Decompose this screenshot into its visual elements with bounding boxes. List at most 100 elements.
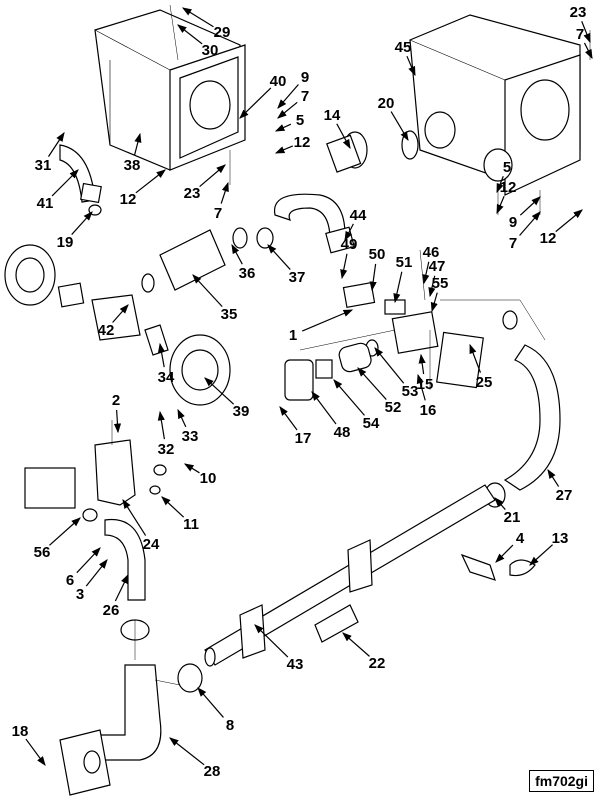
callout-arrow	[422, 261, 430, 285]
callout-number: 23	[184, 185, 201, 202]
callout-12: 12	[274, 134, 311, 154]
callout-number: 47	[429, 258, 446, 275]
callout-30: 30	[177, 24, 219, 59]
callout-arrow	[76, 547, 101, 574]
callout-42: 42	[98, 304, 129, 339]
callout-18: 18	[12, 723, 46, 766]
callout-number: 7	[576, 26, 584, 43]
callout-43: 43	[254, 624, 304, 673]
callout-35: 35	[192, 274, 237, 323]
callout-number: 43	[287, 656, 304, 673]
callout-40: 40	[239, 73, 286, 119]
callout-arrow	[71, 211, 93, 235]
callout-arrow	[113, 409, 122, 434]
callout-arrow	[581, 21, 591, 44]
callout-17: 17	[279, 406, 312, 447]
callout-number: 21	[504, 509, 521, 526]
callout-28: 28	[169, 737, 220, 780]
callout-number: 38	[124, 157, 141, 174]
callout-arrow	[177, 24, 203, 45]
callout-arrow	[357, 367, 387, 400]
callout-number: 32	[158, 441, 175, 458]
callout-46: 46	[422, 244, 439, 285]
callout-23: 23	[570, 4, 591, 44]
callout-arrow	[340, 253, 348, 280]
callout-31: 31	[35, 131, 65, 174]
callout-9: 9	[277, 69, 309, 109]
callout-number: 34	[158, 369, 175, 386]
callout-arrow	[51, 169, 79, 197]
callout-number: 30	[202, 42, 219, 59]
callout-number: 8	[226, 717, 234, 734]
callout-27: 27	[547, 468, 572, 504]
callout-23: 23	[184, 164, 226, 202]
callout-number: 41	[37, 195, 54, 212]
left-housing	[94, 9, 246, 171]
callout-arrow	[406, 55, 416, 77]
callout-arrow	[428, 275, 436, 298]
callout-arrow	[254, 624, 289, 658]
callout-arrow	[274, 123, 292, 132]
callout-5: 5	[274, 112, 304, 132]
callout-26: 26	[103, 573, 129, 619]
callout-arrow	[495, 544, 514, 563]
callout-arrow	[519, 211, 541, 236]
callout-number: 55	[432, 275, 449, 292]
callout-arrow	[496, 176, 504, 194]
callout-arrow	[135, 169, 166, 194]
callout-number: 12	[294, 134, 311, 151]
callout-number: 12	[540, 230, 557, 247]
callout-arrow	[192, 274, 223, 308]
callout-arrow	[157, 410, 165, 440]
callout-number: 4	[516, 530, 525, 547]
valve-body	[391, 311, 439, 354]
callout-arrow	[416, 373, 426, 401]
callout-12: 12	[496, 179, 516, 215]
callout-arrow	[181, 7, 214, 28]
callout-number: 50	[369, 246, 386, 263]
callout-number: 22	[369, 655, 386, 672]
callout-number: 29	[214, 24, 231, 41]
callout-number: 53	[402, 383, 419, 400]
callout-arrow	[157, 342, 166, 368]
bracket-24	[94, 439, 136, 506]
callout-number: 13	[552, 530, 569, 547]
callout-1: 1	[289, 309, 354, 344]
callout-47: 47	[428, 258, 446, 298]
callout-13: 13	[529, 530, 569, 566]
callout-5: 5	[496, 159, 511, 194]
callout-arrow	[197, 687, 224, 718]
callout-number: 54	[363, 415, 380, 432]
callout-arrow	[555, 209, 583, 233]
callout-39: 39	[204, 377, 250, 420]
callout-arrow	[344, 223, 354, 242]
callout-arrow	[25, 738, 46, 766]
callout-15: 15	[417, 353, 433, 393]
callout-number: 24	[143, 536, 160, 553]
callout-number: 17	[295, 430, 312, 447]
callout-number: 31	[35, 157, 52, 174]
actuator-48	[284, 359, 314, 401]
callout-8: 8	[197, 687, 234, 734]
callout-36: 36	[231, 243, 255, 282]
callout-arrow	[279, 406, 298, 431]
callout-arrow	[301, 309, 354, 332]
callout-20: 20	[378, 95, 409, 142]
callout-number: 33	[182, 428, 199, 445]
callout-number: 39	[233, 403, 250, 420]
parts	[4, 4, 591, 796]
callout-number: 7	[509, 235, 517, 252]
callout-arrow	[47, 131, 65, 157]
callout-22: 22	[342, 632, 386, 672]
callout-56: 56	[34, 517, 81, 561]
callout-number: 6	[66, 572, 74, 589]
callout-number: 20	[378, 95, 395, 112]
callout-arrow	[122, 498, 147, 536]
callout-32: 32	[157, 410, 175, 458]
callout-2: 2	[112, 392, 122, 434]
callout-arrow	[161, 496, 185, 518]
callout-49: 49	[340, 236, 357, 280]
callout-arrow	[204, 377, 235, 405]
tailpipe-28	[94, 664, 162, 761]
callout-number: 11	[183, 516, 199, 533]
